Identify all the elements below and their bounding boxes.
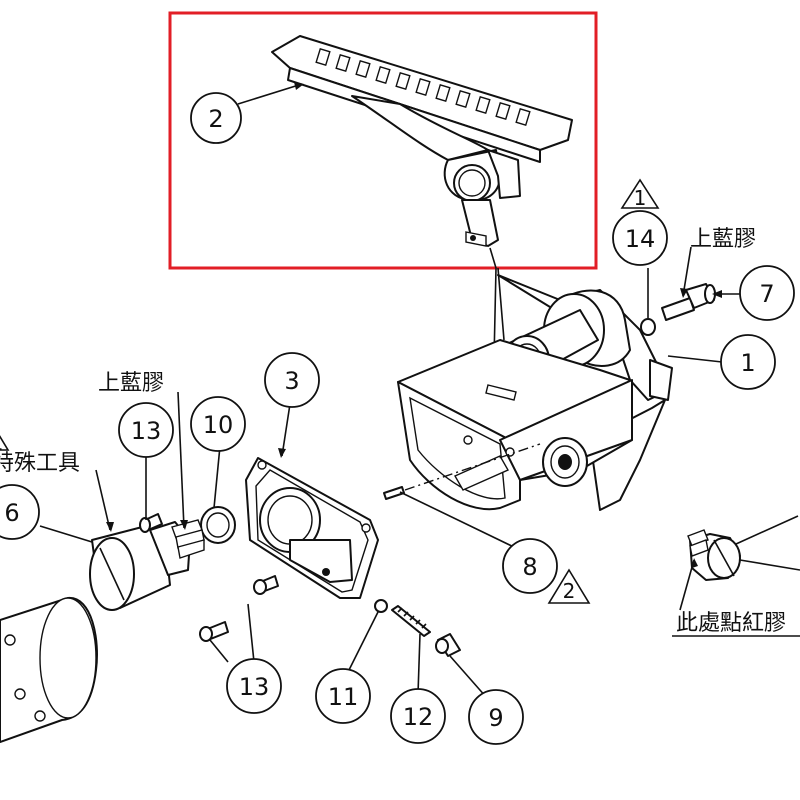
svg-text:2: 2 (208, 105, 223, 133)
svg-text:7: 7 (759, 280, 774, 308)
svg-text:3: 3 (284, 367, 299, 395)
svg-text:10: 10 (203, 411, 234, 439)
callout-14: 14 (612, 210, 668, 266)
part-partial-cylinder (0, 596, 98, 743)
callout-6: 6 (0, 484, 40, 540)
part-1-housing (397, 274, 673, 511)
note-blue-glue-left: 上藍膠 (98, 371, 164, 396)
note-special-tool: 特殊工具 (0, 451, 80, 476)
part-10-oring (200, 506, 236, 544)
part-13-screw-left (139, 513, 163, 533)
note-red-glue-point: 此處點紅膠 (676, 611, 786, 636)
svg-text:13: 13 (131, 417, 162, 445)
callout-9: 9 (468, 689, 524, 745)
callout-3: 3 (264, 352, 320, 408)
svg-text:1: 1 (740, 349, 755, 377)
part-12-spring (391, 605, 431, 637)
part-8-pin (383, 443, 541, 500)
part-right-screw (687, 529, 741, 581)
part-6-knob (89, 519, 205, 611)
part-14-washer (640, 318, 656, 336)
callout-2-top: 2 (190, 92, 242, 144)
svg-text:6: 6 (4, 499, 19, 527)
svg-text:2: 2 (563, 579, 576, 603)
callout-11: 11 (315, 668, 371, 724)
svg-text:14: 14 (625, 225, 656, 253)
part-9-setscrew (435, 633, 461, 657)
svg-text:1: 1 (634, 186, 647, 210)
callout-13-left: 13 (118, 402, 174, 458)
callout-7: 7 (739, 265, 795, 321)
revision-triangle-2-mid: 2 (547, 568, 591, 604)
leader-lines (39, 82, 800, 707)
part-7-screw (661, 283, 716, 321)
part-13-screw-bottom (199, 621, 229, 642)
revision-triangle-1-top: 1 (620, 178, 660, 210)
svg-text:1: 1 (0, 431, 3, 455)
callout-1: 1 (720, 334, 776, 390)
part-11-ball (374, 599, 388, 613)
part-2-rail-mount (271, 35, 573, 247)
revision-triangle-1-left: 1 (0, 431, 10, 455)
svg-text:13: 13 (239, 673, 270, 701)
highlight-box (168, 11, 598, 270)
callout-13-bottom: 13 (226, 658, 282, 714)
callout-12: 12 (390, 688, 446, 744)
note-blue-glue-right: 上藍膠 (690, 227, 756, 252)
part-3-cover (245, 457, 379, 599)
svg-text:9: 9 (488, 704, 503, 732)
svg-text:8: 8 (522, 553, 537, 581)
callout-8: 8 (502, 538, 558, 594)
part-13-screw-mid (253, 575, 279, 595)
svg-text:11: 11 (328, 683, 359, 711)
svg-text:12: 12 (403, 703, 434, 731)
callout-10: 10 (190, 396, 246, 452)
